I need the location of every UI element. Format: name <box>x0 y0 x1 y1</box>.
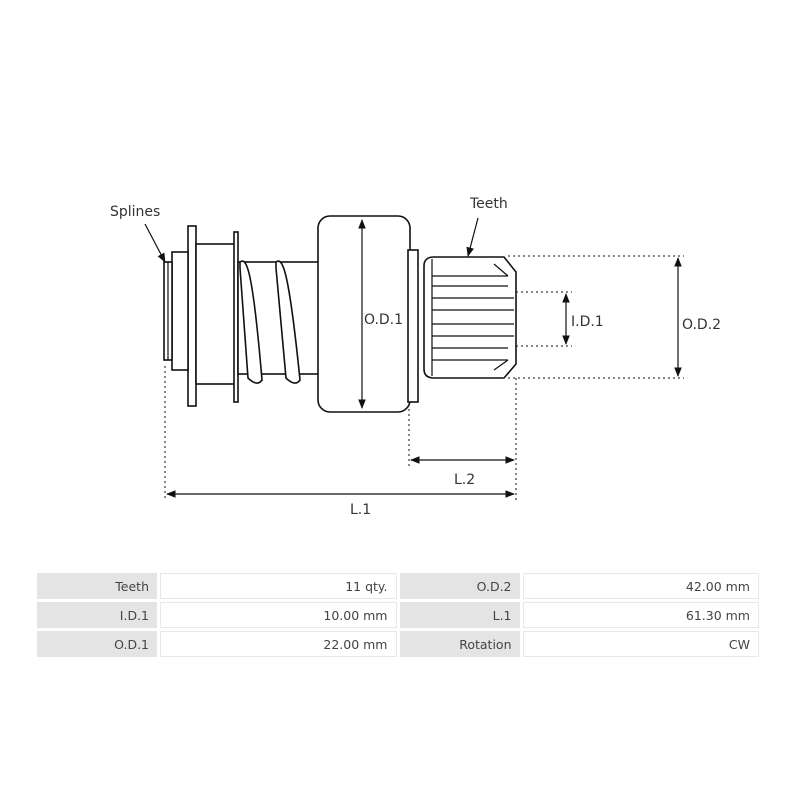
spec-label: O.D.2 <box>399 573 520 599</box>
spec-value: 11 qty. <box>160 573 397 599</box>
dimension-lines <box>144 217 684 500</box>
spec-label: Teeth <box>37 573 157 599</box>
l1-label: L.1 <box>350 502 371 518</box>
spec-value: 22.00 mm <box>160 631 397 657</box>
spring <box>237 260 321 384</box>
spec-value: 10.00 mm <box>160 602 397 628</box>
spec-label: Rotation <box>399 631 520 657</box>
l2-label: L.2 <box>454 472 475 488</box>
spec-value: 42.00 mm <box>522 573 759 599</box>
od1-label: O.D.1 <box>364 312 403 328</box>
starter-drive-diagram: Splines Teeth O.D.1 I.D.1 O.D.2 L.2 L.1 <box>110 196 721 518</box>
pinion-gear <box>423 256 517 379</box>
spec-value: CW <box>522 631 759 657</box>
id1-label: I.D.1 <box>571 314 604 330</box>
splined-flange <box>163 225 239 407</box>
spec-label: O.D.1 <box>37 631 157 657</box>
splines-label: Splines <box>110 204 160 220</box>
spec-label: L.1 <box>399 602 520 628</box>
spec-value: 61.30 mm <box>522 602 759 628</box>
od2-label: O.D.2 <box>682 317 721 333</box>
teeth-label: Teeth <box>469 196 508 212</box>
spec-label: I.D.1 <box>37 602 157 628</box>
